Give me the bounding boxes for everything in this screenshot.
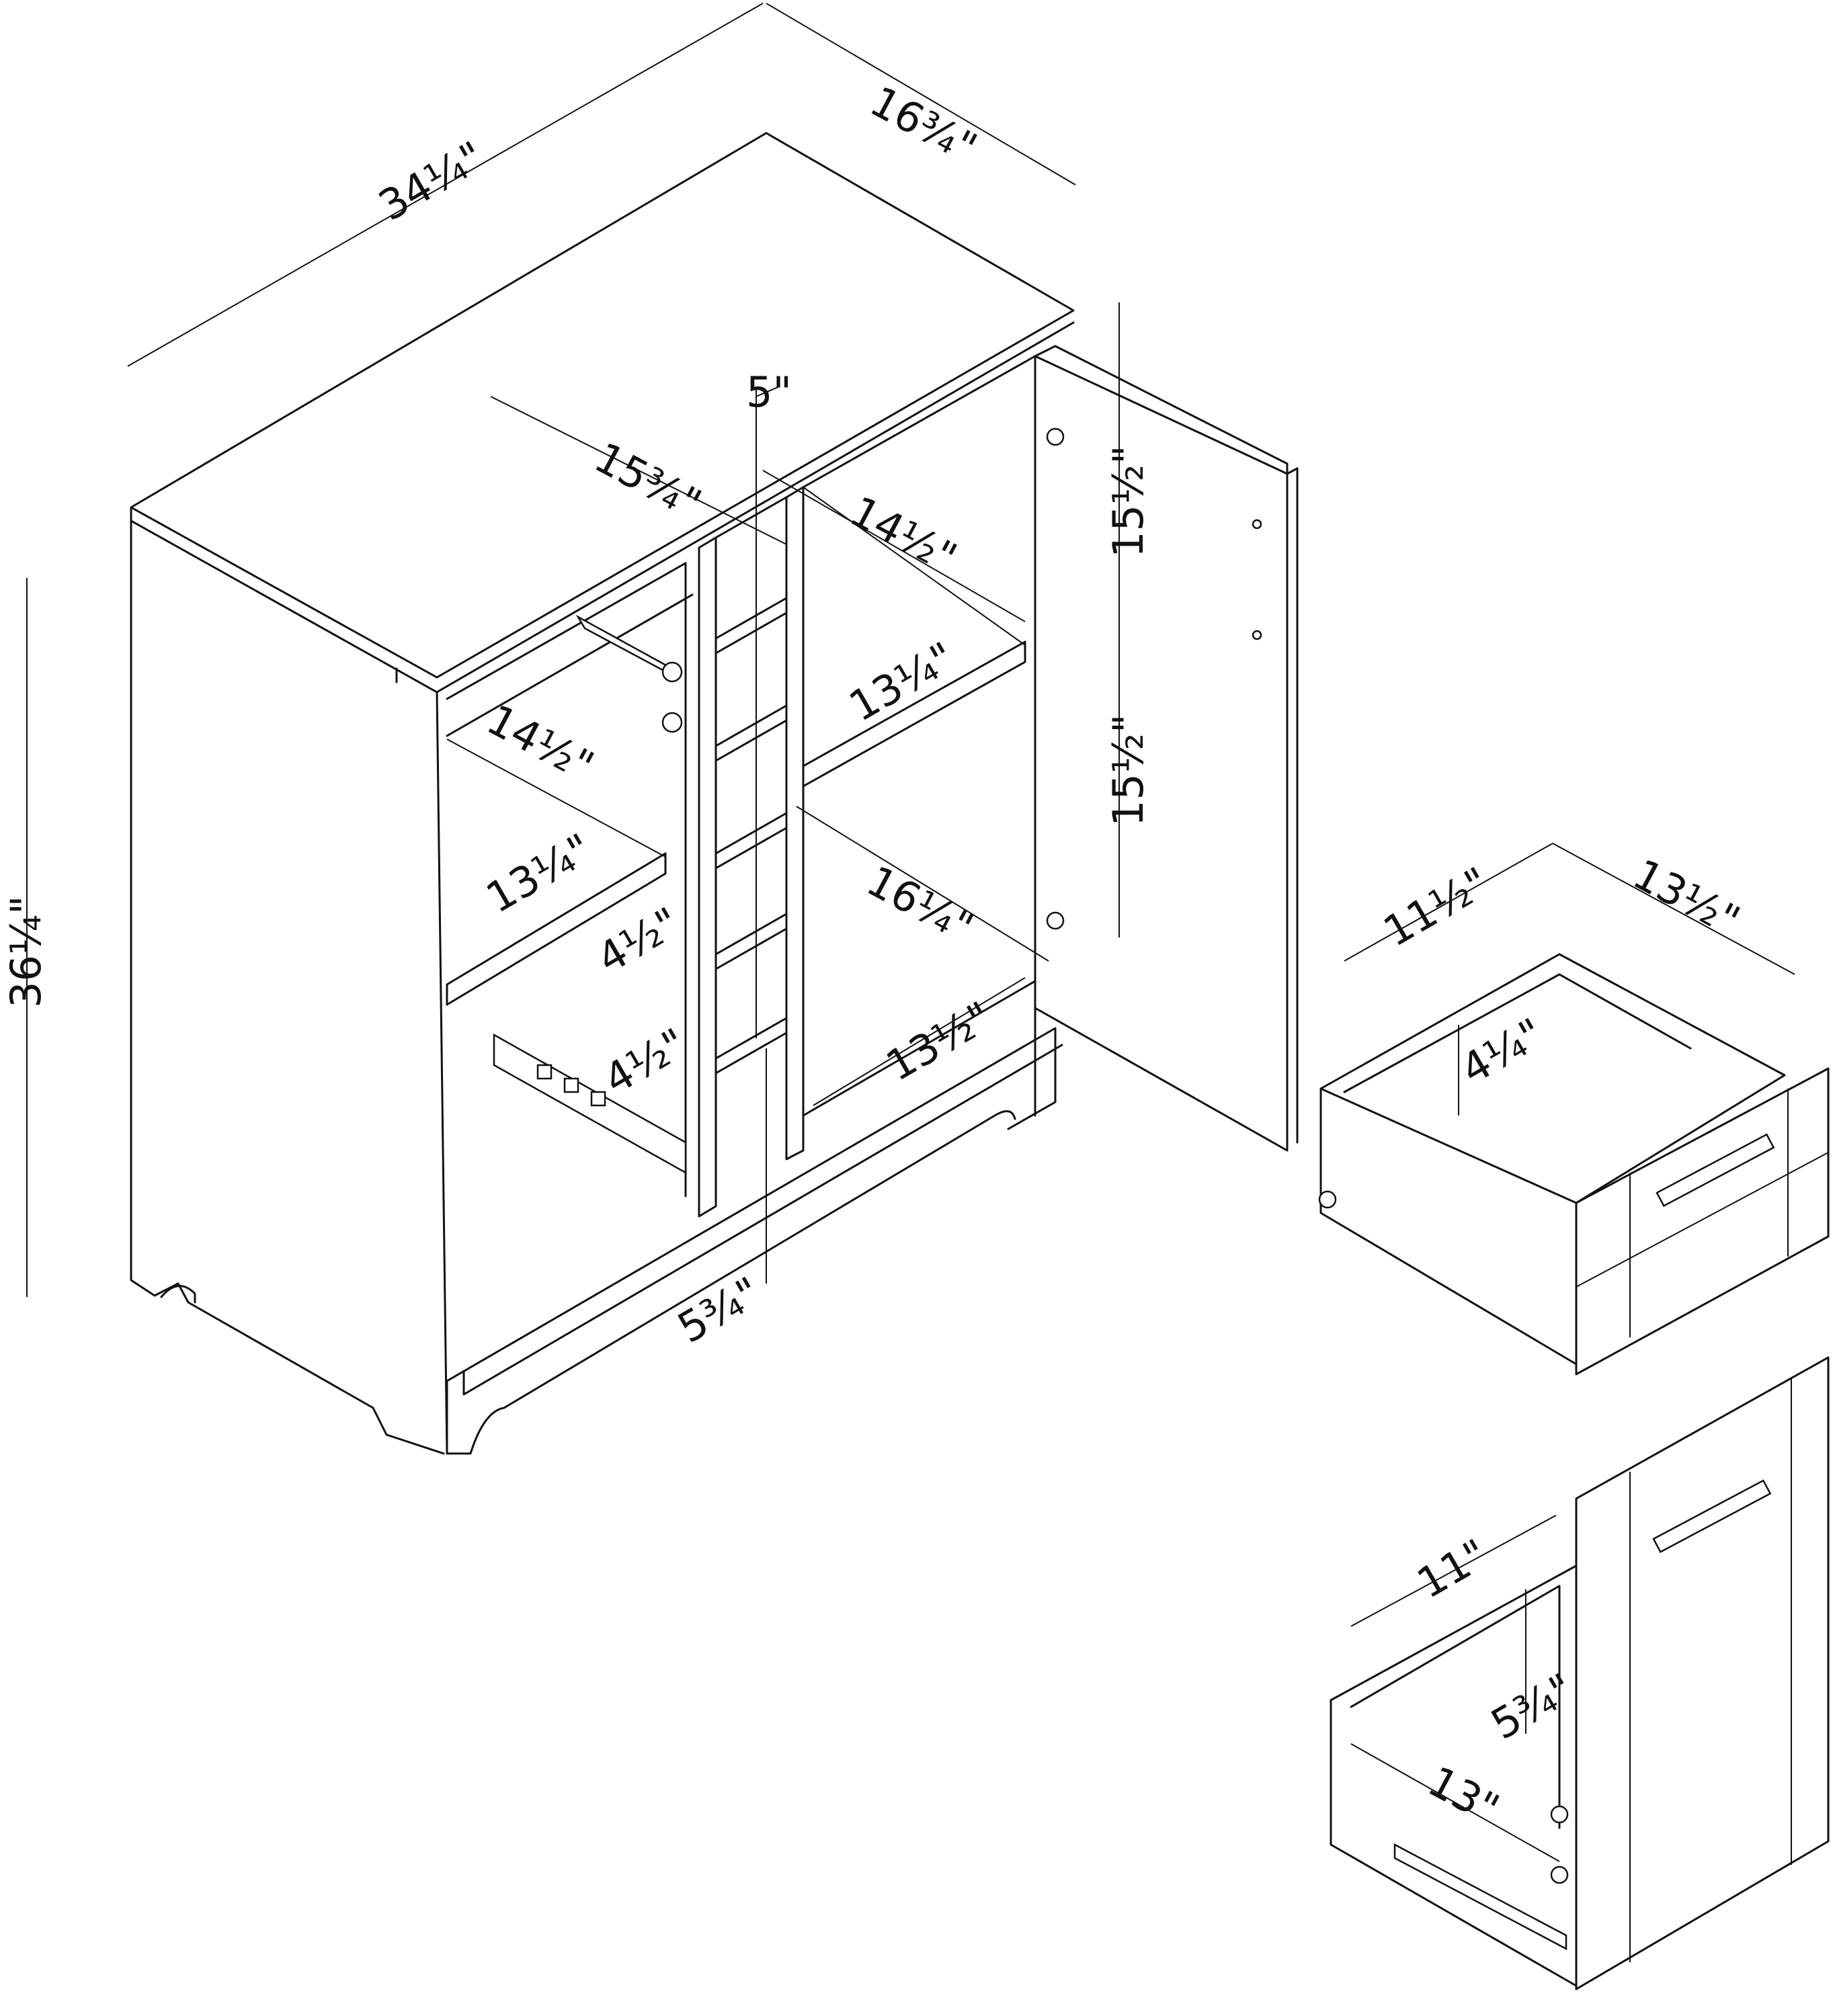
front-foot-cutout — [446, 1110, 1016, 1455]
dimension-labels: 34¼" 16¾" 36¼" 15¾" 5" 14½" 13¼" 4½" 4½"… — [1, 77, 1748, 1834]
dim-right-shelf-width: 14½" — [842, 487, 965, 583]
large-drawer-inner — [1350, 1585, 1561, 1829]
large-drawer-drawing — [1330, 1356, 1830, 1990]
left-foot-cutout — [160, 1285, 196, 1304]
left-compartment-top — [446, 593, 694, 737]
small-drawer-top-rim — [1319, 953, 1786, 1204]
left-compartment-back — [446, 562, 687, 1198]
cabinet-base-inner — [462, 1044, 1063, 1396]
dim-small-drawer-width: 11½" — [1375, 857, 1498, 956]
screw-icon — [1252, 519, 1262, 530]
small-drawer-inner — [1343, 973, 1692, 1093]
cabinet-door-edge — [1034, 345, 1289, 475]
cubby-column-right — [785, 486, 805, 1161]
dim-small-drawer-height: 4¼" — [1453, 1009, 1551, 1094]
large-drawer-front — [1575, 1356, 1830, 1990]
dim-large-drawer-depth: 13" — [1420, 1757, 1507, 1834]
right-compartment-bottom — [802, 980, 1036, 1117]
dim-large-drawer-width: 11" — [1409, 1529, 1496, 1608]
hinge-icon — [1046, 427, 1065, 446]
screw-icon — [1550, 1805, 1569, 1824]
small-drawer-side — [1319, 1087, 1578, 1366]
dim-left-upper-shelf-depth: 15¾" — [587, 433, 709, 529]
drawer-front-rail — [1576, 1152, 1829, 1288]
dim-cabinet-width: 34¼" — [370, 132, 493, 230]
dim-cubby-height-2: 4½" — [596, 1019, 694, 1104]
dim-cabinet-depth: 16¾" — [862, 77, 985, 173]
cubby-column-left — [698, 536, 717, 1218]
dim-right-bottom-width: 13½" — [878, 992, 1000, 1091]
dimension-lines — [26, 3, 1795, 1862]
door-edge-2 — [1286, 467, 1299, 475]
dim-right-shelf-depth: 13¼" — [841, 632, 963, 731]
cabinet-base-front — [446, 1027, 1057, 1455]
right-shelf — [802, 640, 1026, 788]
left-shelf — [446, 852, 667, 1006]
dim-cubby-width: 5" — [746, 368, 792, 417]
dim-left-lower-shelf-depth: 13¼" — [478, 824, 600, 923]
drawer-handle-icon — [1656, 1133, 1775, 1208]
dim-left-shelf-width: 14½" — [479, 695, 602, 791]
drawer-slide-icon — [575, 614, 683, 733]
cabinet-top-edge — [130, 321, 1075, 694]
left-shelf-depth-line — [446, 739, 666, 857]
drawer-slide-icon — [1393, 1843, 1567, 1951]
cubby-shelf-4 — [715, 913, 788, 970]
dim-small-drawer-depth: 13½" — [1625, 849, 1748, 946]
cabinet-door — [1034, 355, 1289, 1152]
cubby-shelf-3 — [715, 812, 788, 870]
screw-icon — [1318, 1190, 1337, 1209]
drawer-handle-icon — [1652, 1479, 1772, 1554]
cabinet-drawing — [130, 132, 1299, 1455]
right-shelf-depth-line — [803, 487, 1026, 646]
dim-right-lower-height: 15½" — [1104, 714, 1153, 827]
cabinet-top — [130, 132, 1075, 679]
screw-icon — [1252, 630, 1262, 640]
large-drawer-box — [1330, 1564, 1578, 1987]
dim-large-drawer-height: 5¾" — [1483, 1664, 1582, 1749]
dim-right-upper-height: 15½" — [1104, 445, 1153, 558]
small-drawer-drawing — [1318, 953, 1830, 1376]
front-left-edge — [436, 691, 448, 1455]
left-side-panel — [130, 519, 445, 1455]
cubby-shelf-2 — [715, 704, 788, 762]
dim-cabinet-height: 36¼" — [1, 895, 50, 1008]
cubby-shelf-5 — [715, 1017, 788, 1075]
small-drawer-front — [1575, 1067, 1830, 1376]
drawer-slide-icon — [493, 1033, 687, 1175]
hinge-icon — [1046, 911, 1065, 930]
dim-right-interior-depth: 16¼" — [859, 856, 981, 952]
cubby-top — [715, 496, 788, 539]
cubby-shelf-1 — [715, 597, 788, 655]
screw-icon — [1550, 1865, 1569, 1884]
